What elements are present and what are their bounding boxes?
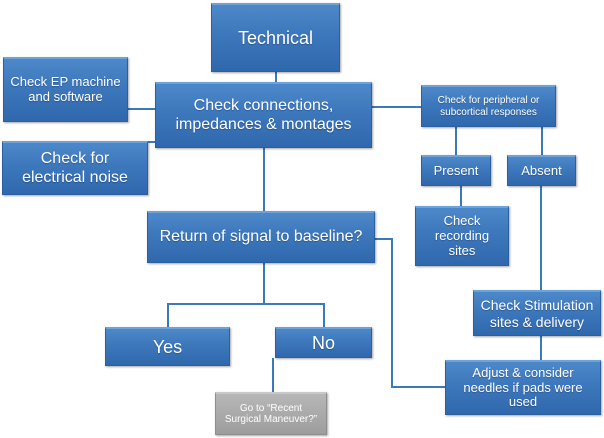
connector-check-stimulation-to-adjust [540,336,542,361]
connector-branch-to-yes [167,303,169,328]
connector-check-peripheral-to-absent [541,127,543,156]
node-goto-recent-surgical-maneuver[interactable]: Go to “Recent Surgical Maneuver?” [215,392,327,435]
node-absent[interactable]: Absent [507,155,576,186]
connector-check-ep-to-check-connections [128,108,157,110]
node-no[interactable]: No [275,327,372,358]
node-check-stimulation-sites[interactable]: Check Stimulation sites & delivery [473,290,601,336]
connector-return-to-adjust-vertical [391,238,393,388]
connector-return-branch-bus [167,303,325,305]
node-check-ep-machine[interactable]: Check EP machine and software [3,57,128,122]
node-check-peripheral-responses[interactable]: Check for peripheral or subcortical resp… [421,85,556,127]
connector-technical-to-check-connections [275,72,277,84]
connector-branch-to-no [323,303,325,328]
node-adjust-consider-needles[interactable]: Adjust & consider needles if pads were u… [445,360,601,415]
node-present[interactable]: Present [421,155,491,186]
node-check-electrical-noise[interactable]: Check for electrical noise [2,141,148,195]
connector-check-connections-to-check-peripheral [372,106,422,108]
connector-check-noise-to-check-connections [148,141,158,143]
connector-return-to-adjust-bottom [391,386,447,388]
node-technical[interactable]: Technical [211,3,340,72]
node-return-of-signal-to-baseline[interactable]: Return of signal to baseline? [147,211,375,263]
connector-absent-to-check-stimulation [540,186,542,291]
connector-present-to-check-recording [460,186,462,207]
connector-return-to-adjust-top [375,238,393,240]
node-check-connections[interactable]: Check connections, impedances & montages [155,82,372,148]
node-yes[interactable]: Yes [105,327,230,366]
connector-no-to-goto-recent [272,358,274,392]
connector-return-branch-stem [263,263,265,303]
connector-check-peripheral-to-present [455,127,457,156]
connector-check-connections-to-return [263,148,265,212]
node-check-recording-sites[interactable]: Check recording sites [415,206,509,266]
